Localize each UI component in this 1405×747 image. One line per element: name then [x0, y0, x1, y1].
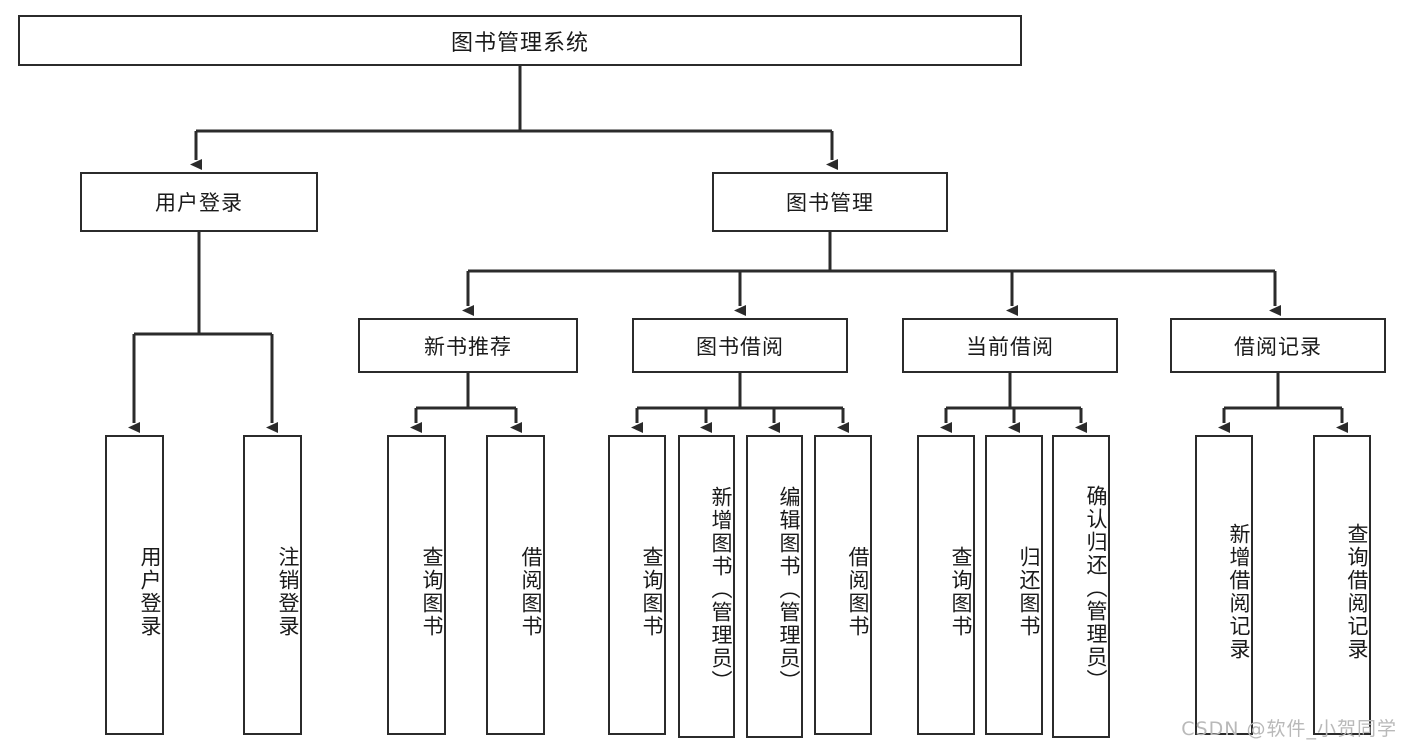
leaf-newbook-query-book[interactable]: 查询图书: [387, 435, 446, 735]
node-book-borrow[interactable]: 图书借阅: [632, 318, 848, 373]
leaf-record-query-record[interactable]: 查询借阅记录: [1313, 435, 1371, 735]
csdn-watermark: CSDN @软件_小贺同学: [1181, 718, 1397, 740]
leaf-user-login[interactable]: 用户登录: [105, 435, 164, 735]
leaf-current-confirm-return-admin[interactable]: 确认归还（管理员）: [1052, 435, 1110, 738]
leaf-borrow-edit-book-admin[interactable]: 编辑图书（管理员）: [746, 435, 803, 738]
leaf-borrow-add-book-admin[interactable]: 新增图书（管理员）: [678, 435, 735, 738]
node-book-management[interactable]: 图书管理: [712, 172, 948, 232]
node-root-system[interactable]: 图书管理系统: [18, 15, 1022, 66]
leaf-borrow-query-book[interactable]: 查询图书: [608, 435, 666, 735]
leaf-borrow-borrow-book[interactable]: 借阅图书: [814, 435, 872, 735]
node-user-login[interactable]: 用户登录: [80, 172, 318, 232]
leaf-current-return-book[interactable]: 归还图书: [985, 435, 1043, 735]
leaf-newbook-borrow-book[interactable]: 借阅图书: [486, 435, 545, 735]
leaf-current-query-book[interactable]: 查询图书: [917, 435, 975, 735]
node-borrow-record[interactable]: 借阅记录: [1170, 318, 1386, 373]
leaf-record-add-record[interactable]: 新增借阅记录: [1195, 435, 1253, 735]
node-new-book-recommend[interactable]: 新书推荐: [358, 318, 578, 373]
node-current-borrow[interactable]: 当前借阅: [902, 318, 1118, 373]
leaf-user-logout[interactable]: 注销登录: [243, 435, 302, 735]
